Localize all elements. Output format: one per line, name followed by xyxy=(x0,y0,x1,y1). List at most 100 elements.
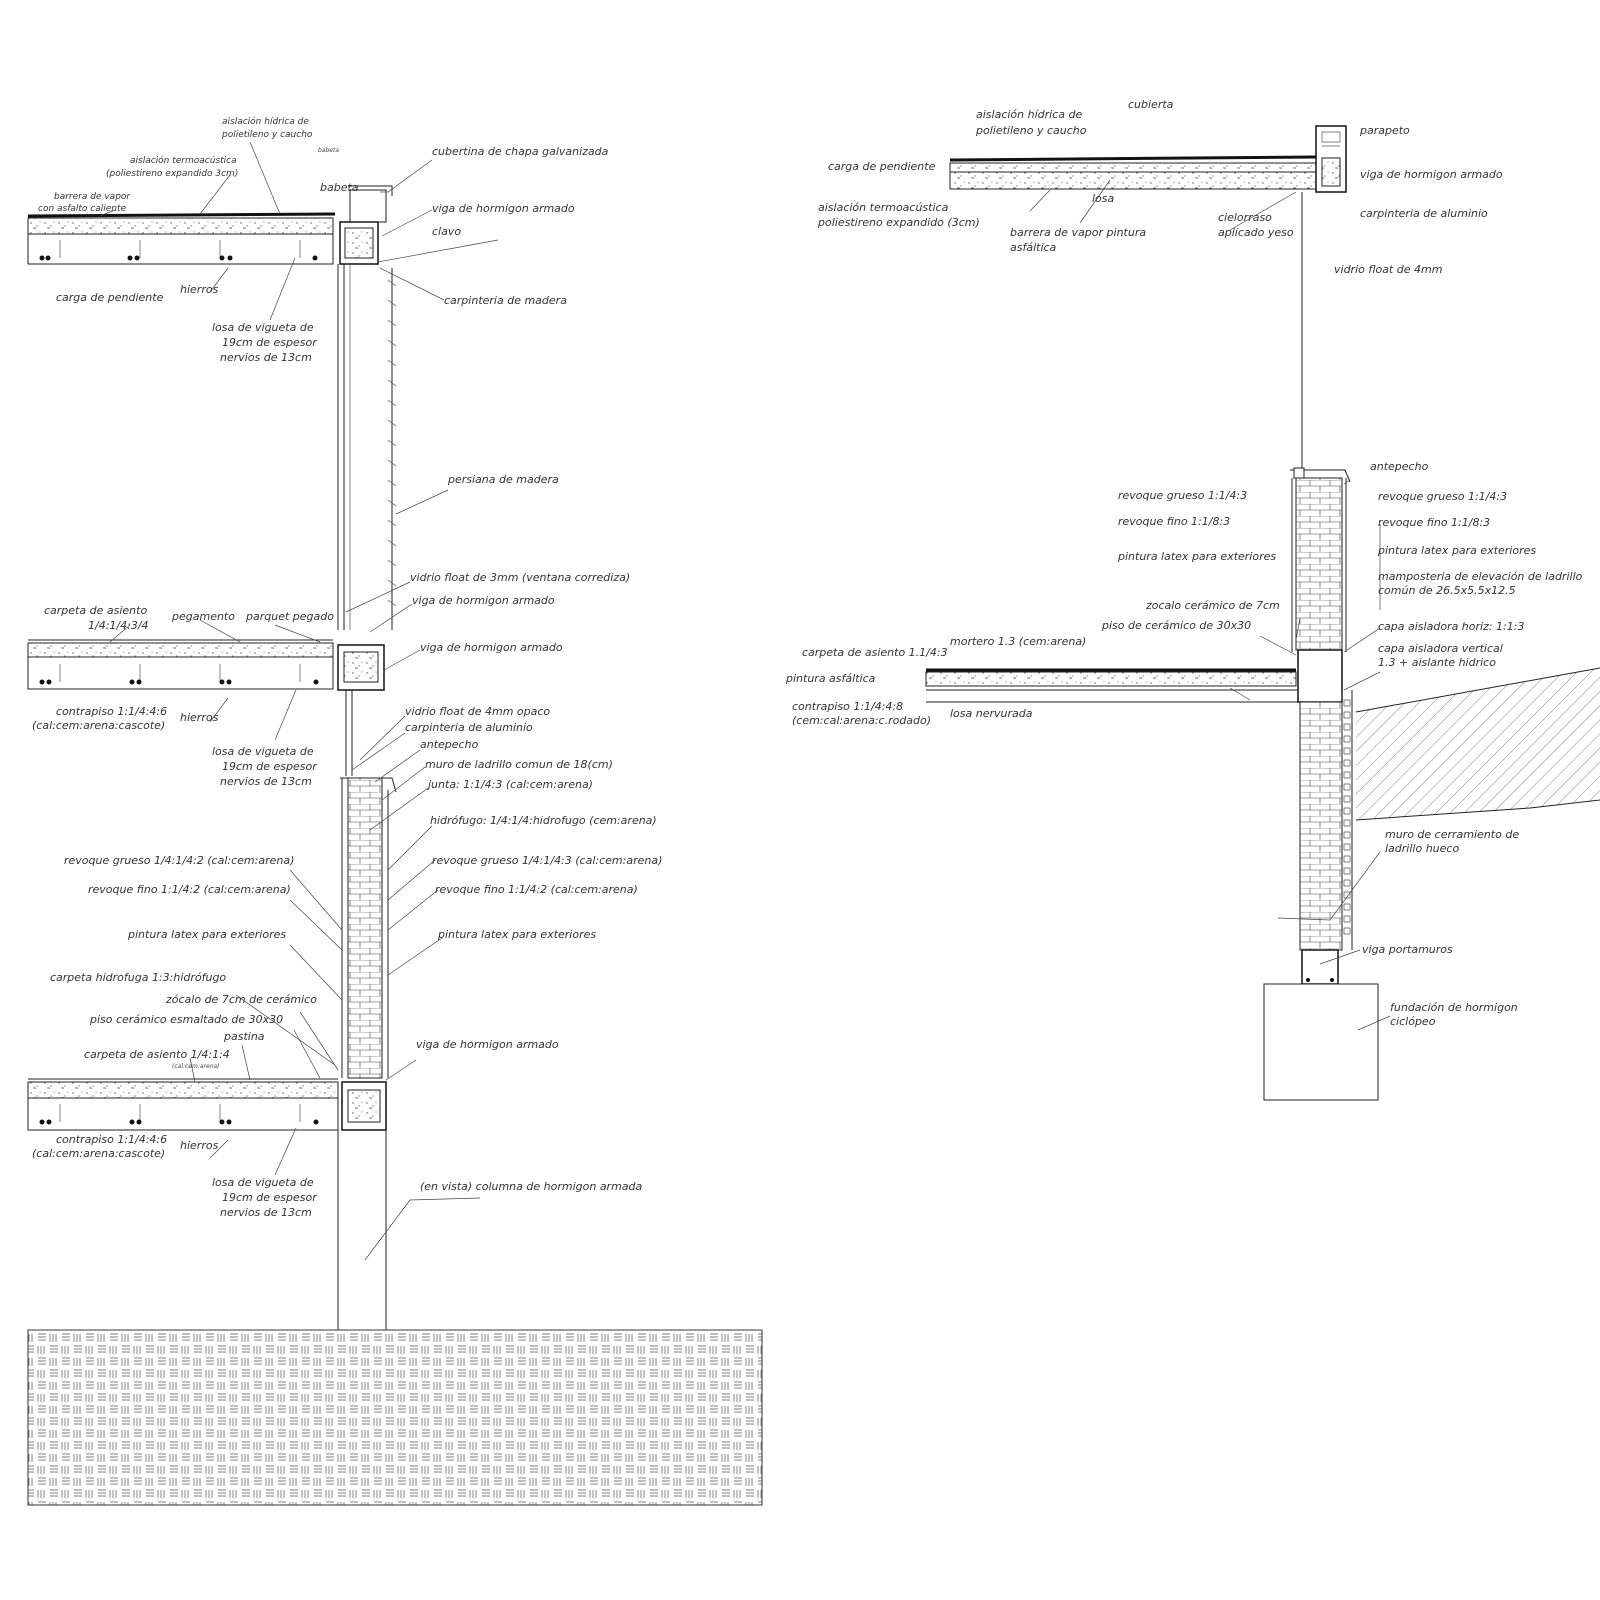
label-r-contrapiso-2: (cem:cal:arena:c.rodado) xyxy=(792,714,931,727)
ground-soil xyxy=(27,1329,763,1506)
right-parapet-beam xyxy=(1321,157,1341,187)
label-babeta-small: babeta xyxy=(318,147,339,154)
label-revoque-grueso-l: revoque grueso 1/4:1/4:2 (cal:cem:arena) xyxy=(64,854,294,867)
label-r-revoque-grueso-r: revoque grueso 1:1/4:3 xyxy=(1378,490,1507,503)
label-r-contrapiso-1: contrapiso 1:1/4:4:8 xyxy=(792,700,903,713)
right-floor-screed xyxy=(925,671,1297,687)
roof-ribs xyxy=(59,240,301,258)
label-r-capa-horiz: capa aisladora horiz: 1:1:3 xyxy=(1378,620,1524,633)
label-losa-bottom-1: losa de vigueta de xyxy=(212,1176,314,1189)
label-contrapiso-bottom-1: contrapiso 1:1/4:4:6 xyxy=(56,1133,167,1146)
brick-wall xyxy=(347,777,383,1079)
label-losa-bottom-3: nervios de 13cm xyxy=(220,1206,312,1219)
label-r-fundacion-1: fundación de hormigon xyxy=(1390,1001,1518,1014)
lower-joist-slab xyxy=(27,1097,339,1131)
label-r-revoque-grueso-l: revoque grueso 1:1/4:3 xyxy=(1118,489,1247,502)
right-foundation-wall xyxy=(1299,701,1343,951)
right-vertical-barrier xyxy=(1341,690,1353,950)
label-r-losa: losa xyxy=(1092,192,1115,205)
label-r-revoque-fino-r: revoque fino 1:1/8:3 xyxy=(1378,516,1490,529)
roof-slab-screed xyxy=(27,217,334,235)
label-carpeta-asiento-1: carpeta de asiento xyxy=(44,604,147,617)
label-r-barrera-2: asfáltica xyxy=(1010,241,1057,254)
label-barrera-vapor-1: barrera de vapor xyxy=(54,192,131,202)
label-r-aislacion-termo-2: poliestireno expandido (3cm) xyxy=(817,216,980,229)
label-r-vidrio: vidrio float de 4mm xyxy=(1334,263,1442,276)
label-vidrio-ventana: vidrio float de 3mm (ventana corrediza) xyxy=(410,571,630,584)
label-losa-mid-1: losa de vigueta de xyxy=(212,745,314,758)
left-leaders xyxy=(99,141,499,1261)
lower-rebars xyxy=(39,1119,319,1125)
label-r-capa-vert-2: 1.3 + aislante hidrico xyxy=(1378,656,1496,669)
label-barrera-vapor-2: con asfalto caliente xyxy=(38,204,127,214)
right-roof-slab xyxy=(949,162,1317,190)
label-parapeto: parapeto xyxy=(1359,124,1410,137)
label-vidrio-opaco: vidrio float de 4mm opaco xyxy=(405,705,550,718)
right-floor-beam xyxy=(1297,649,1343,703)
right-leaders xyxy=(1029,179,1391,1031)
lower-slab-screed xyxy=(27,1081,339,1099)
label-carga-pendiente: carga de pendiente xyxy=(56,291,164,304)
label-viga-window: viga de hormigon armado xyxy=(412,594,555,607)
label-r-antepecho: antepecho xyxy=(1370,460,1429,473)
label-r-cielorraso-2: aplicado yeso xyxy=(1218,226,1294,239)
label-r-aislacion-termo-1: aislación termoacústica xyxy=(818,201,949,214)
label-r-carpinteria: carpinteria de aluminio xyxy=(1360,207,1488,220)
label-viga-mid: viga de hormigon armado xyxy=(420,641,563,654)
right-fundacion xyxy=(1263,983,1379,1101)
label-contrapiso-mid-2: (cal:cem:arena:cascote) xyxy=(32,719,165,732)
label-aislacion-hidrica-2: polietileno y caucho xyxy=(221,130,313,140)
label-clavo: clavo xyxy=(432,225,461,238)
label-viga-top: viga de hormigon armado xyxy=(432,202,575,215)
label-carpinteria-madera: carpinteria de madera xyxy=(444,294,567,307)
right-earth-outline xyxy=(1355,667,1600,821)
label-carpeta-asiento-2: 1/4:1/4:3/4 xyxy=(88,619,149,632)
label-hierros-bottom: hierros xyxy=(180,1139,219,1152)
label-r-capa-vert-1: capa aisladora vertical xyxy=(1378,642,1503,655)
right-earth-hatch xyxy=(1356,668,1600,820)
window-sill xyxy=(340,777,397,793)
label-revoque-fino-l: revoque fino 1:1/4:2 (cal:cem:arena) xyxy=(88,883,291,896)
lower-ribs xyxy=(59,1104,301,1122)
mid-slab-screed xyxy=(27,642,334,658)
mid-joist-slab xyxy=(27,656,334,690)
label-r-mamposteria-2: común de 26.5x5.5x12.5 xyxy=(1378,584,1516,597)
label-hierros-mid: hierros xyxy=(180,711,219,724)
label-cubierta: cubierta xyxy=(1128,98,1174,111)
label-r-aislacion-hidrica-1: aislación hídrica de xyxy=(976,108,1082,121)
roof-membrane xyxy=(27,212,336,218)
left-section-geometry xyxy=(27,185,763,1506)
label-contrapiso-bottom-2: (cal:cem:arena:cascote) xyxy=(32,1147,165,1160)
label-aislacion-termo-1: aislación termoacústica xyxy=(130,155,237,166)
label-piso-ceramico: piso cerámico esmaltado de 30x30 xyxy=(89,1013,283,1026)
right-roof-membrane xyxy=(949,155,1317,162)
right-barrier-blocks xyxy=(1343,699,1351,935)
label-r-viga-portamuros: viga portamuros xyxy=(1362,943,1453,956)
label-r-revoque-fino-l: revoque fino 1:1/8:3 xyxy=(1118,515,1230,528)
label-r-pintura-r: pintura latex para exteriores xyxy=(1377,544,1536,557)
shutter-slats xyxy=(387,279,397,607)
label-r-carpeta: carpeta de asiento 1.1/4:3 xyxy=(802,646,948,659)
label-r-fundacion-2: ciclópeo xyxy=(1390,1015,1436,1028)
label-hierros-top: hierros xyxy=(180,283,219,296)
roof-beam-core xyxy=(344,227,374,259)
mid-rebars xyxy=(39,679,319,685)
label-contrapiso-mid-1: contrapiso 1:1/4:4:6 xyxy=(56,705,167,718)
label-r-losa-nervurada: losa nervurada xyxy=(950,707,1033,720)
label-parquet: parquet pegado xyxy=(245,610,334,623)
label-babeta: babeta xyxy=(320,181,359,194)
right-section-geometry xyxy=(925,125,1600,1101)
label-pintura-l: pintura latex para exteriores xyxy=(127,928,286,941)
label-aislacion-termo-2: (poliestireno expandido 3cm) xyxy=(106,169,238,179)
label-r-mortero: mortero 1.3 (cem:arena) xyxy=(950,635,1086,648)
parapet-block xyxy=(349,189,387,223)
label-r-piso: piso de cerámico de 30x30 xyxy=(1101,619,1251,632)
right-frame-profile xyxy=(1293,467,1305,479)
label-junta: junta: 1:1/4:3 (cal:cem:arena) xyxy=(426,778,593,791)
label-r-aislacion-hidrica-2: polietileno y caucho xyxy=(975,124,1087,137)
left-labels: aislación hídrica de polietileno y cauch… xyxy=(32,116,662,1219)
mid-ribs xyxy=(59,664,301,682)
cubertina-flashing xyxy=(348,185,393,196)
label-losa-top-3: nervios de 13cm xyxy=(220,351,312,364)
